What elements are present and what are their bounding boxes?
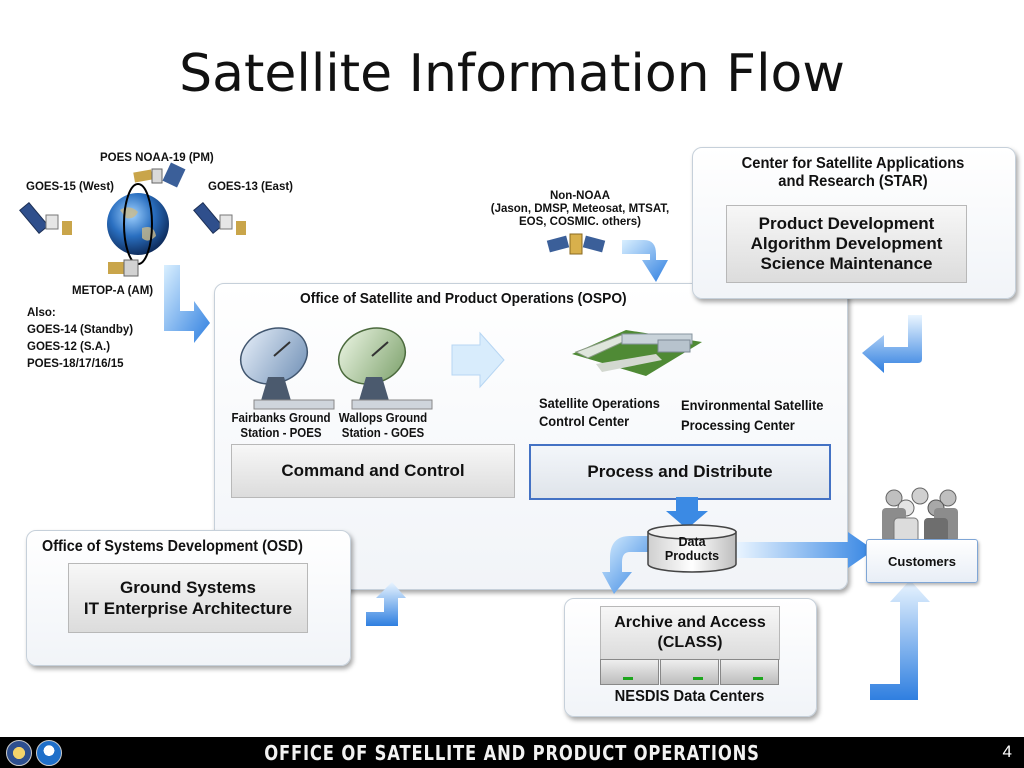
archive-to-customers-arrow [870, 580, 930, 700]
wallops-line1: Wallops Ground [338, 411, 428, 425]
espc-line2: Processing Center [681, 417, 795, 433]
non-noaa-list2: EOS, COSMIC. others) [518, 216, 642, 228]
espc-line1: Environmental Satellite [681, 397, 824, 413]
goes15-label: GOES-15 (West) [26, 181, 114, 193]
soc-label: Satellite Operations Control Center [539, 394, 660, 430]
star-box-line2: Algorithm Development [750, 234, 943, 253]
archive-line2: (CLASS) [657, 634, 723, 651]
star-title-line1: Center for Satellite Applications [741, 155, 965, 172]
also-line: POES-18/17/16/15 [27, 358, 124, 370]
osd-to-ospo-arrow [366, 582, 406, 626]
data-products-line1: Data [678, 535, 706, 549]
star-title-line2: and Research (STAR) [778, 173, 928, 190]
page-number: 4 [1002, 742, 1012, 761]
also-line: Also: [27, 307, 56, 319]
espc-label: Environmental Satellite Processing Cente… [681, 395, 823, 435]
archive-line1: Archive and Access [614, 614, 766, 631]
non-noaa-to-ospo-arrow [622, 240, 668, 282]
data-to-customers-arrow [736, 532, 874, 568]
non-noaa-satellite-icon [546, 233, 606, 255]
star-to-ospo-arrow [862, 315, 922, 373]
soc-line2: Control Center [539, 413, 630, 429]
star-box-line3: Science Maintenance [760, 254, 933, 273]
osd-title: Office of Systems Development (OSD) [42, 538, 303, 555]
facility-illustration [572, 330, 702, 376]
soc-line1: Satellite Operations [539, 395, 660, 411]
also-line: GOES-14 (Standby) [27, 324, 134, 336]
command-and-control-box: Command and Control [231, 444, 515, 498]
archive-box: Archive and Access (CLASS) [600, 606, 780, 660]
noaa-logo-icon [36, 740, 62, 766]
wallops-line2: Station - GOES [341, 426, 425, 440]
process-to-data-arrow [666, 497, 708, 529]
star-capabilities-box: Product Development Algorithm Developmen… [726, 205, 967, 283]
star-box-line1: Product Development [758, 214, 935, 233]
earth-icon [107, 183, 169, 265]
fairbanks-line1: Fairbanks Ground [231, 411, 331, 425]
data-products-cylinder-icon [647, 524, 737, 573]
osd-box: Ground Systems IT Enterprise Architectur… [68, 563, 308, 633]
ground-to-process-arrow [451, 331, 505, 389]
goes13-label: GOES-13 (East) [208, 181, 293, 193]
wallops-dish-icon [337, 327, 433, 410]
server-rack-icon [600, 659, 779, 685]
data-products-line2: Products [664, 549, 720, 563]
nesdis-data-centers-label: NESDIS Data Centers [614, 688, 765, 705]
osd-box-line1: Ground Systems [119, 578, 257, 597]
also-list: Also: GOES-14 (Standby) GOES-12 (S.A.) P… [27, 305, 133, 373]
non-noaa-label: Non-NOAA (Jason, DMSP, Meteosat, MTSAT, … [478, 190, 682, 229]
footer-bar: OFFICE OF SATELLITE AND PRODUCT OPERATIO… [0, 737, 1024, 768]
poes-noaa19-label: POES NOAA-19 (PM) [100, 152, 214, 164]
also-line: GOES-12 (S.A.) [27, 341, 111, 353]
customers-box: Customers [866, 539, 978, 583]
non-noaa-title: Non-NOAA [549, 190, 611, 202]
goes15-satellite-icon [19, 201, 72, 235]
fairbanks-dish-icon [239, 327, 335, 410]
data-to-archive-arrow [602, 536, 652, 594]
data-products-label: Data Products [646, 535, 738, 563]
department-seal-icon [6, 740, 32, 766]
satellite-to-ospo-arrow [164, 265, 210, 343]
osd-box-line2: IT Enterprise Architecture [83, 599, 293, 618]
goes13-satellite-icon [193, 201, 246, 235]
process-and-distribute-box: Process and Distribute [529, 444, 831, 500]
non-noaa-list: (Jason, DMSP, Meteosat, MTSAT, [490, 203, 670, 215]
fairbanks-line2: Station - POES [240, 426, 322, 440]
footer-title: OFFICE OF SATELLITE AND PRODUCT OPERATIO… [264, 741, 760, 765]
star-title: Center for Satellite Applications and Re… [705, 155, 1001, 191]
metop-satellite-icon [108, 259, 139, 277]
wallops-label: Wallops Ground Station - GOES [334, 411, 432, 441]
slide-title: Satellite Information Flow [179, 44, 845, 104]
poes-satellite-icon [133, 162, 186, 188]
metop-label: METOP-A (AM) [72, 285, 154, 297]
ospo-title: Office of Satellite and Product Operatio… [300, 290, 627, 307]
customers-group-icon [882, 487, 958, 545]
fairbanks-label: Fairbanks Ground Station - POES [230, 411, 331, 441]
